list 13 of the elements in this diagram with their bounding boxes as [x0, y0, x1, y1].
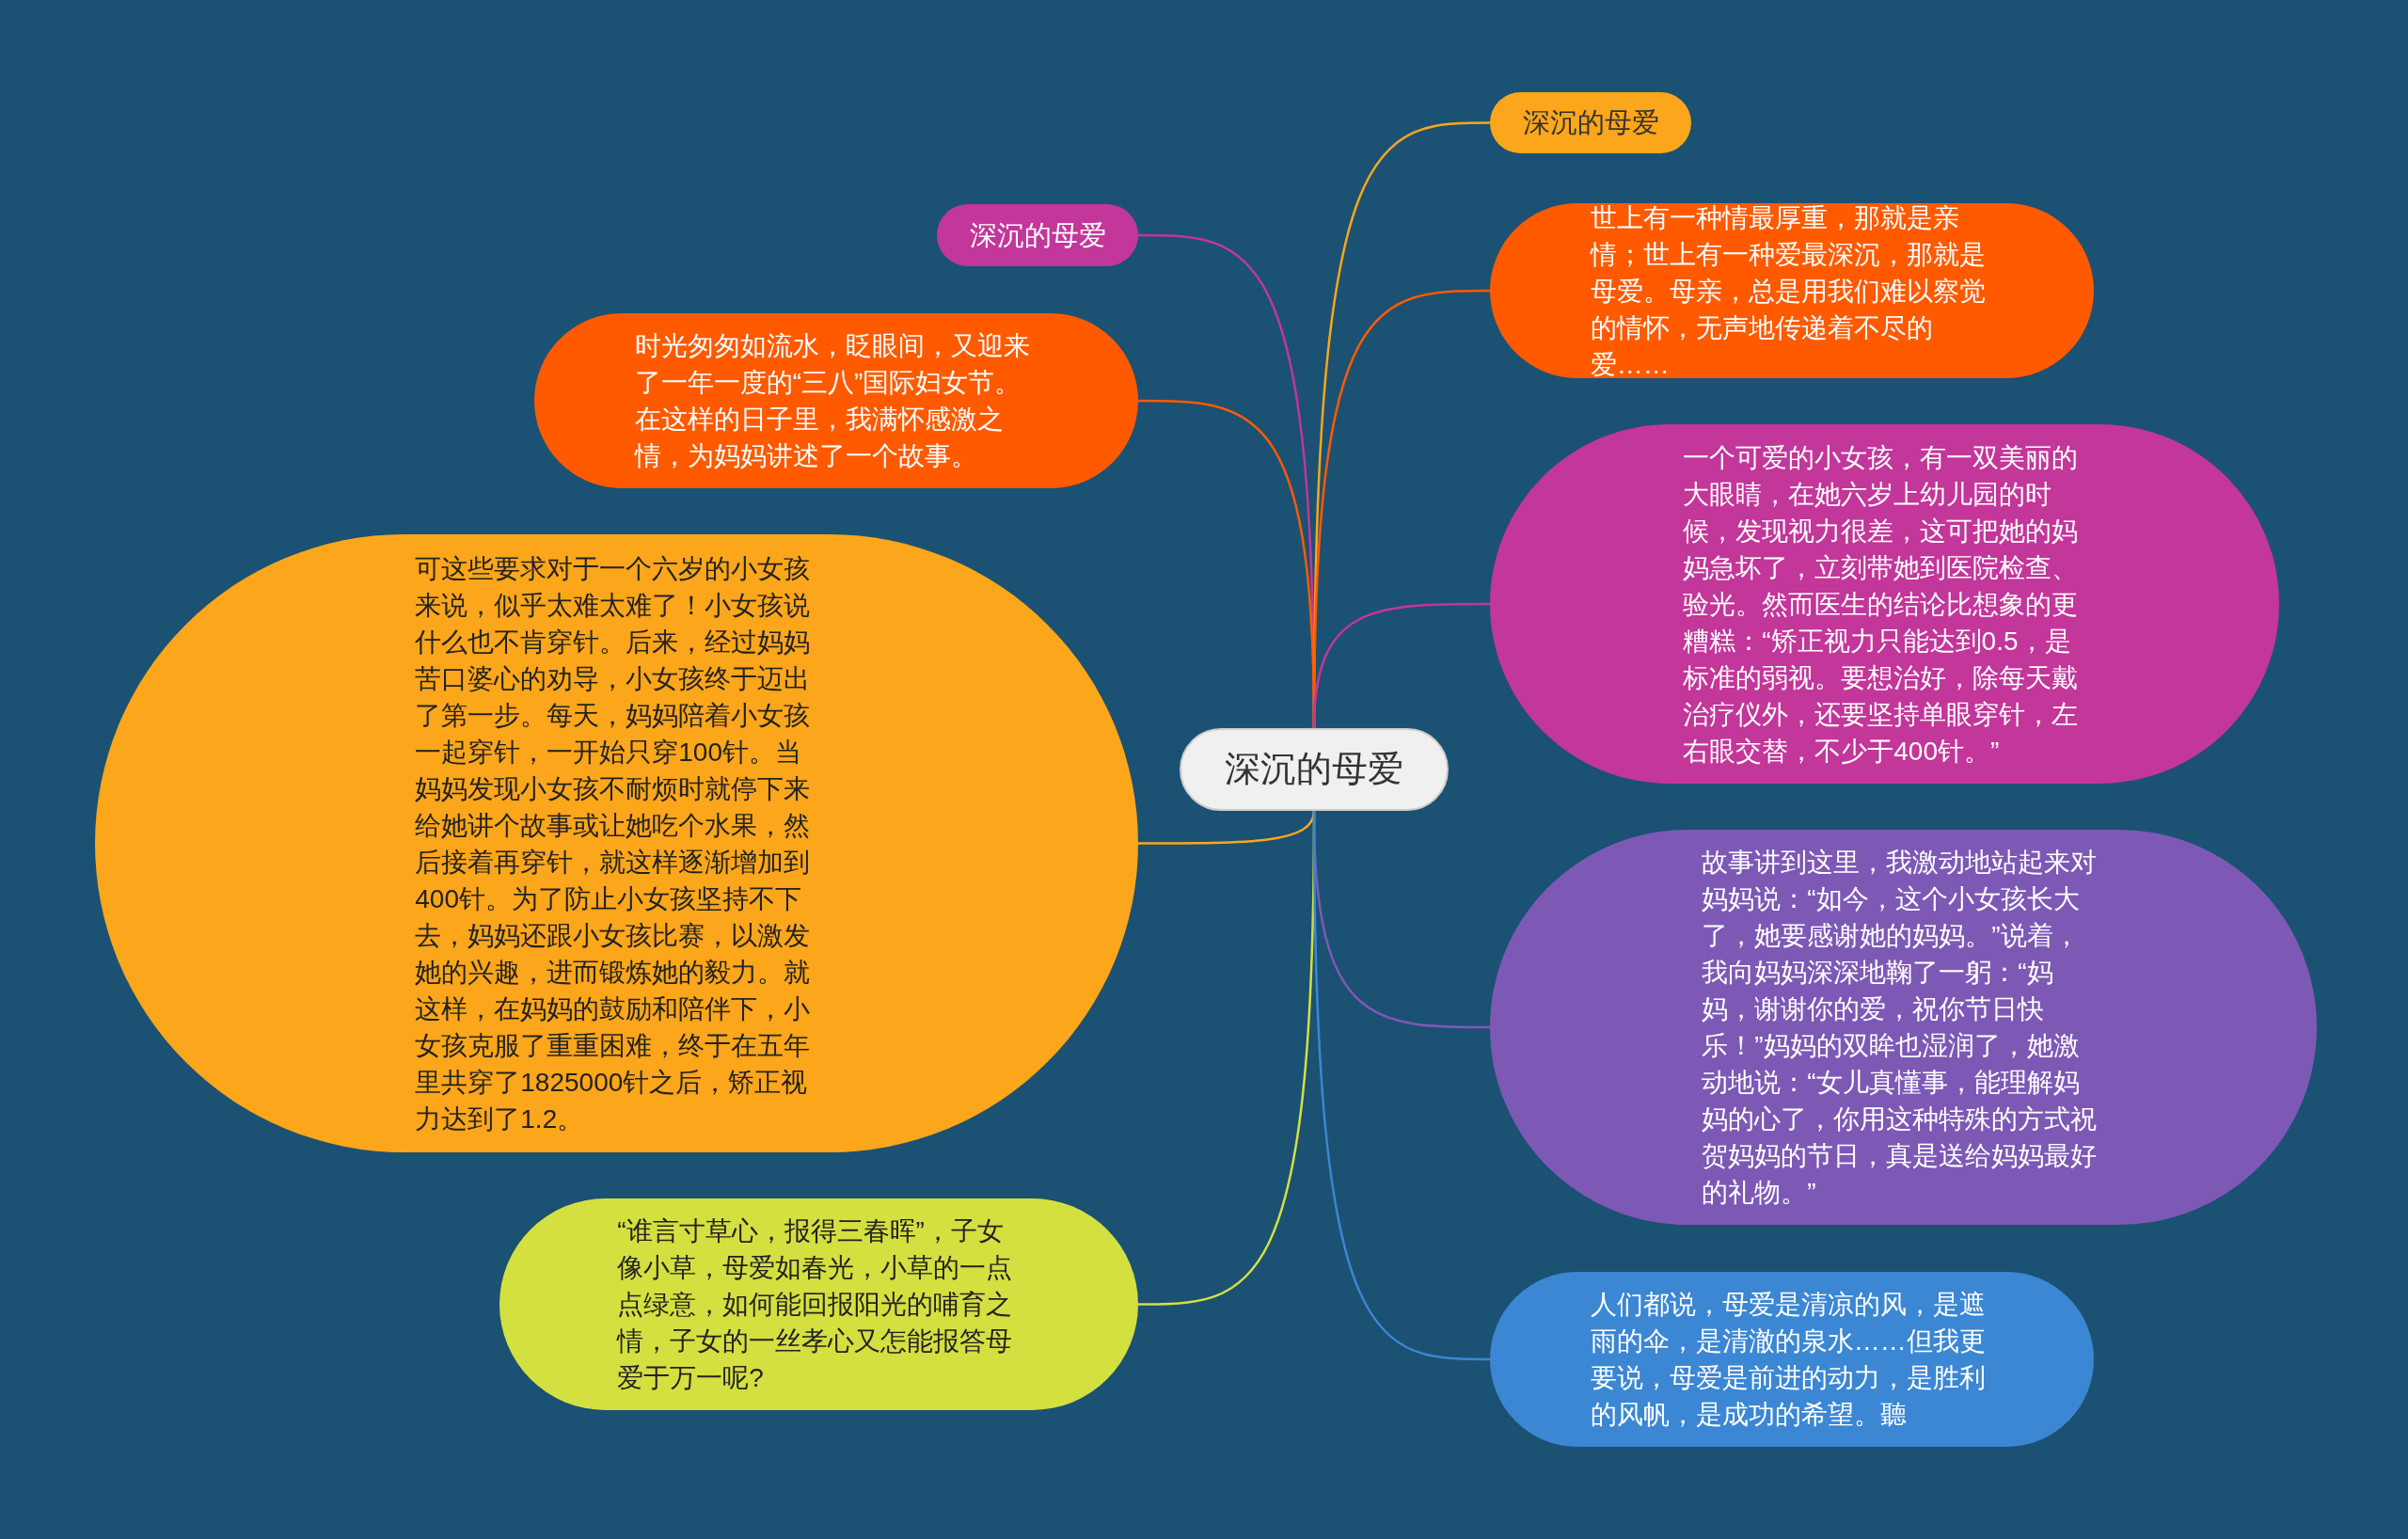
- paragraph: 故事讲到这里，我激动地站起来对妈妈说：“如今，这个小女孩长大了，她要感谢她的妈妈。”说着，我向妈妈深深地鞠了一躬：“妈妈，谢谢你的爱，祝你节日快乐！”妈妈的双眸也湿润了，她激动地说：“女儿真懂事，能理解妈妈的心了，你用这种特殊的方式祝贺妈妈的节日，真是送给妈妈最好的礼物。”: [1702, 847, 2099, 1209]
- connector-line: [1312, 811, 1490, 1361]
- paragraph: 世上有一种情最厚重，那就是亲情；世上有一种爱最深沉，那就是母爱。母亲，总是用我们难以察觉的情怀，无声地传递着不尽的爱……: [1590, 201, 1987, 381]
- connector-line: [1312, 602, 1490, 729]
- topic-label: 深沉的母爱: [969, 218, 1106, 252]
- connector-line: [1138, 810, 1316, 845]
- paragraph: 一个可爱的小女孩，有一双美丽的大眼睛，在她六岁上幼儿园的时候，发现视力很差，这可把她的妈妈急坏了，立刻带她到医院检查、验光。然而医生的结论比想象的更糟糕：“矫正视力只能达到0.5，是标准的弱视。要想治好，除每天戴治疗仪外，还要坚持单眼穿针，左右眼交替，不少于400针。”: [1683, 441, 2080, 768]
- paragraph: 时光匆匆如流水，眨眼间，又迎来了一年一度的“三八”国际妇女节。在这样的日子里，我满怀感激之情，为妈妈讲述了一个故事。: [634, 330, 1031, 472]
- topic-label: 深沉的母爱: [1225, 748, 1403, 791]
- paragraph: 可这些要求对于一个六岁的小女孩来说，似乎太难太难了！小女孩说什么也不肯穿针。后来，经过妈妈苦口婆心的劝导，小女孩终于迈出了第一步。每天，妈妈陪着小女孩一起穿针，一开始只穿100针。当妈妈发现小女孩不耐烦时就停下来给她讲个故事或让她吃个水果，然后接着再穿针，就这样逐渐增加到400针。为了防止小女孩坚持不下去，妈妈还跟小女孩比赛，以激发她的兴趣，进而锻炼她的毅力。就这样，在妈妈的鼓励和陪伴下，小女孩克服了重重困难，终于在五年里共穿了1825000针之后，矫正视力达到了1.2。: [415, 552, 812, 1135]
- paragraph: “谁言寸草心，报得三春晖”，子女像小草，母爱如春光，小草的一点点绿意，如何能回报阳光的哺育之情，子女的一丝孝心又怎能报答母爱于万一呢?: [617, 1215, 1014, 1394]
- topic-label: 深沉的母爱: [1522, 106, 1659, 139]
- paragraph: 人们都说，母爱是清凉的风，是遮雨的伞，是清澈的泉水……但我更要说，母爱是前进的动力，是胜利的风帆，是成功的希望。聽: [1590, 1289, 1987, 1431]
